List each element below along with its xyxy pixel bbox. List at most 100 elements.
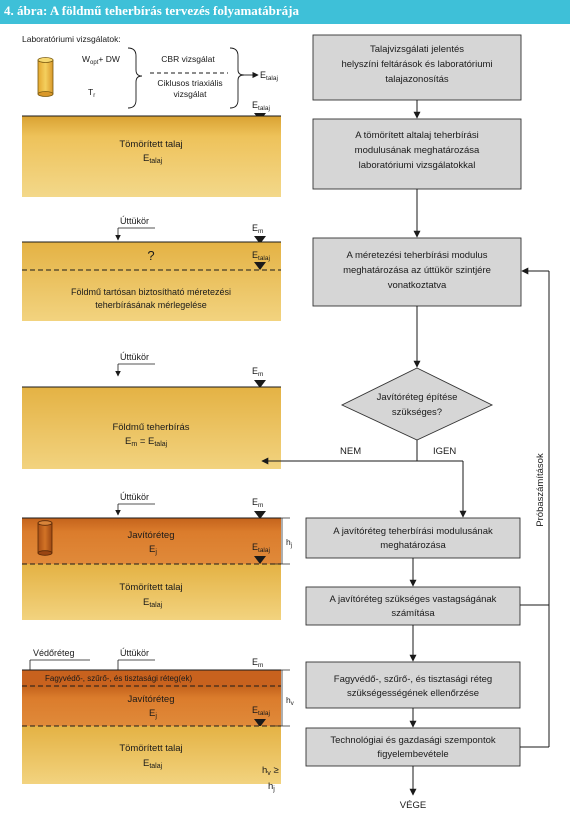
cyclic-label-2: vizsgálat xyxy=(173,89,207,99)
figure-caption: 4. ábra: A földmű teherbírás tervezés fo… xyxy=(4,3,299,18)
layer2-line1: Földmű tartósan biztosítható méretezési xyxy=(71,287,231,297)
javito-label: Javítóréteg xyxy=(128,530,175,541)
level-marker xyxy=(254,262,266,270)
layer3-label: Földmű teherbírás xyxy=(112,422,189,433)
svg-text:Em: Em xyxy=(252,223,263,235)
svg-text:szükségességének ellenőrzése: szükségességének ellenőrzése xyxy=(347,688,479,699)
flow-box-1 xyxy=(312,34,522,101)
compacted-soil-layer-2 xyxy=(22,564,281,620)
svg-text:Ej: Ej xyxy=(149,708,157,720)
layer2-line2: teherbírásának mérlegelése xyxy=(95,300,207,310)
bracket xyxy=(127,47,143,109)
figure-caption-banner: 4. ábra: A földmű teherbírás tervezés fo… xyxy=(0,0,570,24)
igen-label: IGEN xyxy=(433,446,456,457)
svg-text:Etalaj: Etalaj xyxy=(252,705,270,717)
lab-title: Laboratóriumi vizsgálatok: xyxy=(22,34,121,44)
em-symbol: E xyxy=(252,223,258,233)
improvement-layer-2 xyxy=(22,686,281,726)
svg-text:Talajvizsgálati jelentés: Talajvizsgálati jelentés xyxy=(370,44,464,55)
layer5-soil-label: Tömörített talaj xyxy=(119,743,182,754)
hj-symbol: h xyxy=(286,537,291,547)
earthwork-bearing-layer xyxy=(22,387,281,469)
cyclic-label-1: Ciklusos triaxiális xyxy=(157,78,222,88)
flow-box-3 xyxy=(312,237,522,307)
flow-box-7 xyxy=(305,727,521,767)
svg-text:hj: hj xyxy=(268,781,275,793)
frost-protection-layer xyxy=(22,670,281,686)
level-marker xyxy=(254,236,266,244)
svg-text:Javítóréteg építése: Javítóréteg építése xyxy=(377,392,458,403)
uttukor-label-3: Úttükör xyxy=(120,492,149,502)
javito-label-2: Javítóréteg xyxy=(128,694,175,705)
svg-text:számítása: számítása xyxy=(391,608,435,619)
w-subscript: opt xyxy=(90,60,99,66)
decision-diamond xyxy=(340,367,494,441)
e-symbol: E xyxy=(260,70,266,80)
compacted-soil-layer xyxy=(22,116,281,197)
level-marker xyxy=(254,380,266,388)
svg-text:meghatározása: meghatározása xyxy=(380,540,446,551)
e-talaj-symbol: E xyxy=(252,100,258,110)
svg-text:Etalaj: Etalaj xyxy=(252,542,270,554)
svg-text:hv: hv xyxy=(286,695,294,707)
svg-text:Em: Em xyxy=(252,657,263,669)
svg-text:Etalaj: Etalaj xyxy=(252,100,270,112)
probaszamitasok-label: Próbaszámítások xyxy=(535,453,546,527)
level-marker xyxy=(254,556,266,564)
sample-cylinder-icon xyxy=(37,57,54,97)
svg-text:laboratóriumi vizsgálatokkal: laboratóriumi vizsgálatokkal xyxy=(359,160,476,171)
svg-text:meghatározása az úttükör szint: meghatározása az úttükör szintjére xyxy=(343,265,491,276)
question-mark: ? xyxy=(147,248,154,263)
svg-text:Fagyvédő-, szűrő-, és tisztasá: Fagyvédő-, szűrő-, és tisztasági réteg xyxy=(334,674,492,685)
hv-symbol: h xyxy=(286,695,291,705)
fagyvedo-label: Fagyvédő-, szűrő-, és tisztasági réteg(e… xyxy=(45,674,193,683)
tr-subscript: r xyxy=(93,93,95,99)
svg-text:Em: Em xyxy=(252,366,263,378)
uttukor-label-4: Úttükör xyxy=(120,648,149,658)
svg-text:hv ≥: hv ≥ xyxy=(262,765,279,777)
svg-text:Technológiai és gazdasági szem: Technológiai és gazdasági szempontok xyxy=(330,735,496,746)
svg-text:Tr: Tr xyxy=(88,87,95,99)
svg-text:hj: hj xyxy=(286,537,292,549)
svg-text:szükséges?: szükséges? xyxy=(392,407,442,418)
em-subscript: m xyxy=(258,228,263,235)
w-symbol: W xyxy=(82,54,90,64)
svg-text:A javítóréteg teherbírási modu: A javítóréteg teherbírási modulusának xyxy=(333,526,493,537)
svg-text:talajazonosítás: talajazonosítás xyxy=(385,74,449,85)
svg-text:Wopt+ DW: Wopt+ DW xyxy=(82,54,120,66)
flow-box-4 xyxy=(305,517,521,559)
svg-text:vonatkoztatva: vonatkoztatva xyxy=(388,280,447,291)
sample-cylinder-icon xyxy=(37,520,53,556)
svg-text:Em: Em xyxy=(252,497,263,509)
svg-text:A javítóréteg szükséges vastag: A javítóréteg szükséges vastagságának xyxy=(330,594,497,605)
nem-label: NEM xyxy=(340,446,361,457)
vege-label: VÉGE xyxy=(400,800,426,811)
svg-text:Em = Etalaj: Em = Etalaj xyxy=(125,436,168,448)
cbr-label: CBR vizsgálat xyxy=(161,54,215,64)
compacted-soil-layer-3 xyxy=(22,726,281,784)
uttukor-label-1: Úttükör xyxy=(120,216,149,226)
svg-text:figyelembevétele: figyelembevétele xyxy=(377,749,448,760)
flow-box-5 xyxy=(305,586,521,626)
svg-text:A méretezési teherbírási modul: A méretezési teherbírási modulus xyxy=(347,250,488,261)
svg-text:Etalaj: Etalaj xyxy=(143,153,163,165)
tr-symbol: T xyxy=(88,87,93,97)
flow-box-6 xyxy=(305,661,521,709)
w-rest: + DW xyxy=(98,54,120,64)
layer1-label: Tömörített talaj xyxy=(119,139,182,150)
level-marker xyxy=(254,719,266,727)
svg-text:helyszíni feltárások és labora: helyszíni feltárások és laboratóriumi xyxy=(341,59,492,70)
svg-text:Etalaj: Etalaj xyxy=(260,70,278,82)
bracket-right xyxy=(229,47,245,109)
level-marker xyxy=(254,511,266,519)
svg-text:Etalaj: Etalaj xyxy=(252,250,270,262)
svg-text:A tömörített altalaj teherbírá: A tömörített altalaj teherbírási xyxy=(355,130,479,141)
layer4-soil-label: Tömörített talaj xyxy=(119,582,182,593)
improvement-layer xyxy=(22,518,281,564)
uttukor-label-2: Úttükör xyxy=(120,352,149,362)
svg-text:Ej: Ej xyxy=(149,544,157,556)
svg-text:modulusának meghatározása: modulusának meghatározása xyxy=(355,145,480,156)
vedoreteg-label: Védőréteg xyxy=(33,648,75,658)
e-subscript: talaj xyxy=(266,75,278,82)
